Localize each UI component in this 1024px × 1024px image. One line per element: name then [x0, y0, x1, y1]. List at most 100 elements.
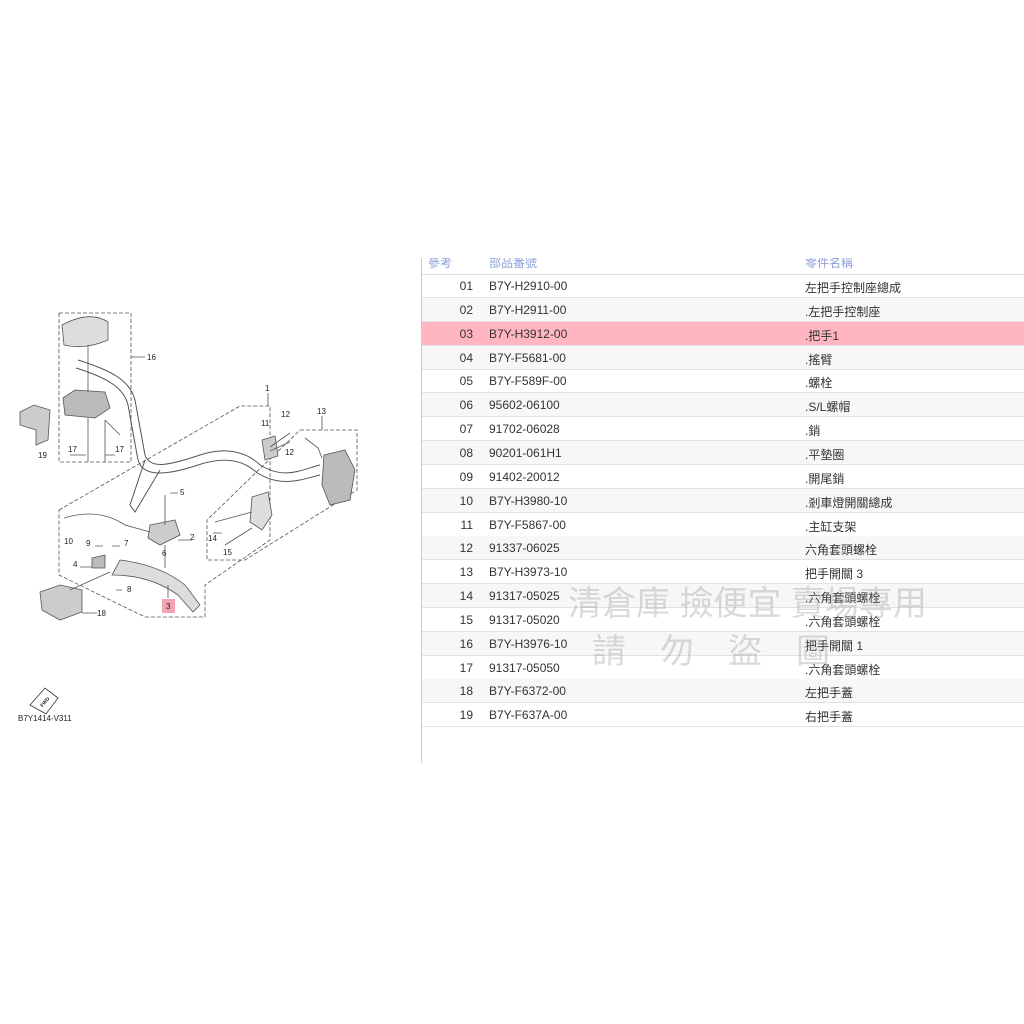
row-ref: 10: [459, 493, 473, 508]
callout-15: 15: [223, 548, 232, 557]
row-ref: 08: [459, 445, 473, 460]
row-name: .銷: [805, 424, 821, 439]
switch-half: [249, 491, 273, 531]
row-part-no: B7Y-H2911-00: [489, 302, 567, 317]
table-row[interactable]: 02 B7Y-H2911-00 .左把手控制座: [422, 297, 1024, 322]
callout-9: 9: [86, 539, 91, 548]
callout-4: 4: [73, 560, 78, 569]
table-row[interactable]: 14 91317-05025 .六角套頭螺栓: [422, 584, 1024, 609]
table-row[interactable]: 12 91337-06025 六角套頭螺栓: [422, 536, 1024, 561]
row-part-no: 91317-05020: [489, 612, 560, 627]
header-part-no: 部品番號: [489, 258, 538, 270]
row-part-no: B7Y-H3912-00: [489, 326, 568, 341]
callout-12a: 12: [281, 410, 290, 419]
row-name: 六角套頭螺栓: [805, 543, 878, 558]
row-ref: 13: [459, 565, 473, 580]
row-ref: 06: [459, 398, 473, 413]
row-name: .螺栓: [805, 376, 833, 391]
row-name: .六角套頭螺栓: [805, 591, 881, 606]
table-row[interactable]: 17 91317-05050 .六角套頭螺栓: [422, 656, 1024, 680]
row-name: .剎車燈開關總成: [805, 495, 893, 510]
brake-lever: [111, 559, 201, 613]
row-ref: 18: [459, 684, 473, 699]
row-part-no: B7Y-H3973-10: [489, 565, 568, 580]
handlebar: [77, 359, 321, 474]
row-ref: 09: [459, 469, 473, 484]
row-ref: 15: [459, 612, 473, 627]
row-part-no: 91402-20012: [489, 469, 560, 484]
callout-10: 10: [64, 537, 73, 546]
row-name: 左把手控制座總成: [805, 281, 902, 295]
callout-8: 8: [127, 585, 132, 594]
callout-17b: 17: [115, 445, 124, 454]
row-name: .左把手控制座: [805, 304, 881, 319]
row-ref: 07: [459, 422, 473, 437]
table-header: 參考 部品番號 零件名稱: [422, 258, 1024, 275]
callout-2: 2: [190, 533, 195, 542]
row-name: 右把手蓋: [805, 710, 854, 725]
row-part-no: B7Y-F589F-00: [489, 374, 567, 389]
row-part-no: B7Y-H3976-10: [489, 636, 568, 651]
callout-11: 11: [261, 419, 270, 428]
left-cover: [39, 584, 83, 621]
row-part-no: 91317-05050: [489, 660, 560, 675]
table-row[interactable]: 15 91317-05020 .六角套頭螺栓: [422, 608, 1024, 632]
highlight-callout-box: [162, 599, 175, 613]
table-row[interactable]: 10 B7Y-H3980-10 .剎車燈開關總成: [422, 488, 1024, 513]
table-row[interactable]: 13 B7Y-H3973-10 把手開關 3: [422, 560, 1024, 585]
row-name: .六角套頭螺栓: [805, 662, 881, 677]
row-part-no: B7Y-H3980-10: [489, 493, 568, 508]
callout-7: 7: [124, 539, 129, 548]
row-name: .把手1: [805, 328, 840, 343]
row-part-no: B7Y-F5867-00: [489, 517, 566, 532]
row-part-no: 91317-05025: [489, 589, 560, 604]
callout-13: 13: [317, 407, 326, 416]
row-name: .S/L螺帽: [805, 400, 851, 415]
row-name: 把手開關 3: [805, 567, 864, 582]
row-ref: 03: [459, 326, 473, 341]
callout-14: 14: [208, 534, 217, 543]
callout-18: 18: [97, 609, 106, 618]
row-name: 把手開關 1: [805, 638, 864, 653]
row-ref: 11: [460, 517, 473, 532]
row-name: .主缸支架: [805, 519, 857, 534]
row-ref: 14: [459, 589, 473, 604]
switch-3: [321, 449, 356, 506]
row-ref: 16: [459, 636, 473, 651]
row-ref: 12: [459, 541, 473, 556]
diagram-code: B7Y1414-V311: [18, 714, 72, 723]
right-cover: [19, 404, 51, 446]
row-name: 左把手蓋: [805, 686, 854, 701]
exploded-view: 16 1 13 11 12 12 19 17 17 5 10 2 14 15 9…: [18, 312, 358, 723]
table-row[interactable]: 16 B7Y-H3976-10 把手開關 1: [422, 631, 1024, 656]
row-part-no: B7Y-H2910-00: [489, 279, 568, 293]
row-part-no: 91337-06025: [489, 541, 560, 556]
switch-body: [62, 389, 111, 419]
table-row[interactable]: 11 B7Y-F5867-00 .主缸支架: [422, 513, 1024, 537]
table-row[interactable]: 03 B7Y-H3912-00 .把手1: [422, 321, 1024, 346]
row-part-no: B7Y-F5681-00: [489, 350, 566, 365]
callout-19: 19: [38, 451, 47, 460]
callout-17a: 17: [68, 445, 77, 454]
header-ref: 參考: [428, 258, 453, 270]
row-ref: 02: [459, 302, 473, 317]
callout-16: 16: [147, 353, 156, 362]
group-1-box: [58, 405, 271, 618]
callout-6: 6: [162, 549, 167, 558]
clamp: [261, 435, 279, 461]
row-ref: 04: [459, 350, 473, 365]
row-name: .六角套頭螺栓: [805, 614, 881, 629]
callout-5: 5: [180, 488, 185, 497]
group-16-box: [58, 312, 132, 463]
row-part-no: 90201-061H1: [489, 445, 562, 460]
row-ref: 17: [459, 660, 473, 675]
